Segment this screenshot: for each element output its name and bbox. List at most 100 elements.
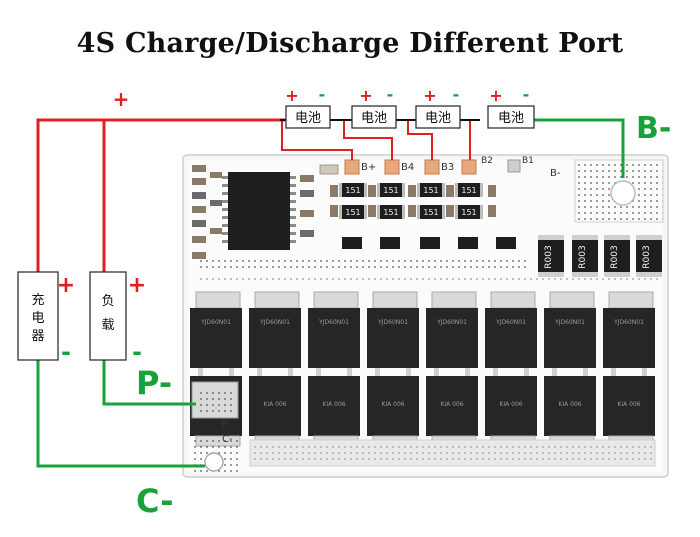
charger-minus: - [61,338,71,366]
capacitor [408,205,416,217]
capacitor [408,185,416,197]
mosfet-leg [642,368,647,376]
current-shunts: R003 R003 R003 R003 [538,235,662,277]
mosfet-code: KIA 006 [263,401,286,408]
cell-minus: - [387,85,394,104]
b-minus-pad [574,159,664,223]
cell-label: 电池 [361,111,387,126]
balance-resistor: 151 [417,205,445,219]
mosfet-leg [316,368,321,376]
mosfet-leg [583,368,588,376]
load-minus: - [132,338,142,366]
capacitor [488,205,496,217]
resistor-code: 151 [461,208,476,217]
shunt-resistor: R003 [636,235,662,277]
balance-resistor: 151 [377,205,405,219]
balance-transistors [342,237,516,249]
mosfet-leg [229,368,234,376]
mosfet-bottom: KIA 006 [426,376,478,447]
b-minus-wire [534,118,625,178]
charger-label-char: 电 [31,311,44,326]
resistor-code: 151 [345,208,360,217]
shunt-resistor: R003 [604,235,630,277]
mosfet-code: KIA 006 [617,401,640,408]
board-label-b-minus: B- [550,168,561,179]
mosfet-leg [406,368,411,376]
p-minus-label: P- [136,364,172,402]
mosfet-leg [347,368,352,376]
board-label-b2: B2 [481,156,493,166]
mosfet-code: KIA 006 [322,401,345,408]
charger-label-char: 器 [31,329,44,344]
positive-main-wire [36,118,285,272]
mosfet-leg [524,368,529,376]
resistor-code: 151 [345,186,360,195]
capacitor [446,205,454,217]
wiring [36,118,625,468]
shunt-code: R003 [610,245,620,268]
cell-label: 电池 [295,111,321,126]
board-label-c-minus: C- [222,434,233,445]
mosfet-leg [375,368,380,376]
charger-label-char: 充 [31,292,44,308]
battery-cell-4: 电池 + - [487,85,535,129]
balance-resistor: 151 [455,183,483,197]
board-label-b3: B3 [441,162,454,173]
balance-resistors: 151 151 151 151 151 151 151 151 [330,183,496,219]
board-label-b4: B4 [401,162,414,173]
c-minus-label: C- [136,482,174,520]
load-box: 负 载 + - [89,271,146,366]
resistor-code: 151 [383,208,398,217]
mosfet-leg [257,368,262,376]
shunt-code: R003 [578,245,588,268]
mosfet-code: YJD60N01 [377,319,408,326]
balance-resistor: 151 [417,183,445,197]
cell-minus: - [319,85,326,104]
cell-minus: - [523,85,530,104]
resistor-code: 151 [461,186,476,195]
mosfet-code: YJD60N01 [200,319,231,326]
mosfet-top: YJD60N01 [249,291,301,368]
charger-box: 充 电 器 + - [17,271,75,366]
cell-plus: + [359,86,372,105]
load-label-char: 载 [101,318,114,333]
capacitor [446,185,454,197]
balance-resistor: 151 [339,183,367,197]
diagram-title: 4S Charge/Discharge Different Port [76,28,624,59]
mosfet-top: YJD60N01 [544,291,596,368]
mosfet-leg [434,368,439,376]
mosfet-code: YJD60N01 [318,319,349,326]
mosfet-leg [465,368,470,376]
mosfet-leg [198,368,203,376]
battery-cells: 电池 + - 电池 + - 电池 + - 电池 + - [285,85,535,129]
shunt-code: R003 [544,245,554,268]
mosfet-bottom: KIA 006 [367,376,419,447]
mosfet-code: YJD60N01 [436,319,467,326]
mosfet-top: YJD60N01 [603,291,655,368]
mosfet-code: KIA 006 [381,401,404,408]
load-label-char: 负 [101,294,114,309]
resistor-code: 151 [423,186,438,195]
mosfet-top: YJD60N01 [190,291,242,368]
shunt-resistor: R003 [538,235,564,277]
capacitor [330,185,338,197]
cell-label: 电池 [425,111,451,126]
mosfet-top: YJD60N01 [485,291,537,368]
p-minus-pad: P- [191,381,239,430]
top-rail-plus: + [113,87,130,111]
capacitor [368,205,376,217]
cell-plus: + [285,86,298,105]
mosfet-leg [288,368,293,376]
resistor-code: 151 [383,186,398,195]
cell-label: 电池 [498,111,524,126]
mosfet-top: YJD60N01 [308,291,360,368]
cell-minus: - [453,85,460,104]
balance-resistor: 151 [377,183,405,197]
left-component-column [192,165,222,259]
c-minus-pad: C- [192,434,242,476]
mosfet-code: YJD60N01 [613,319,644,326]
mosfet-leg [611,368,616,376]
shunt-resistor: R003 [572,235,598,277]
